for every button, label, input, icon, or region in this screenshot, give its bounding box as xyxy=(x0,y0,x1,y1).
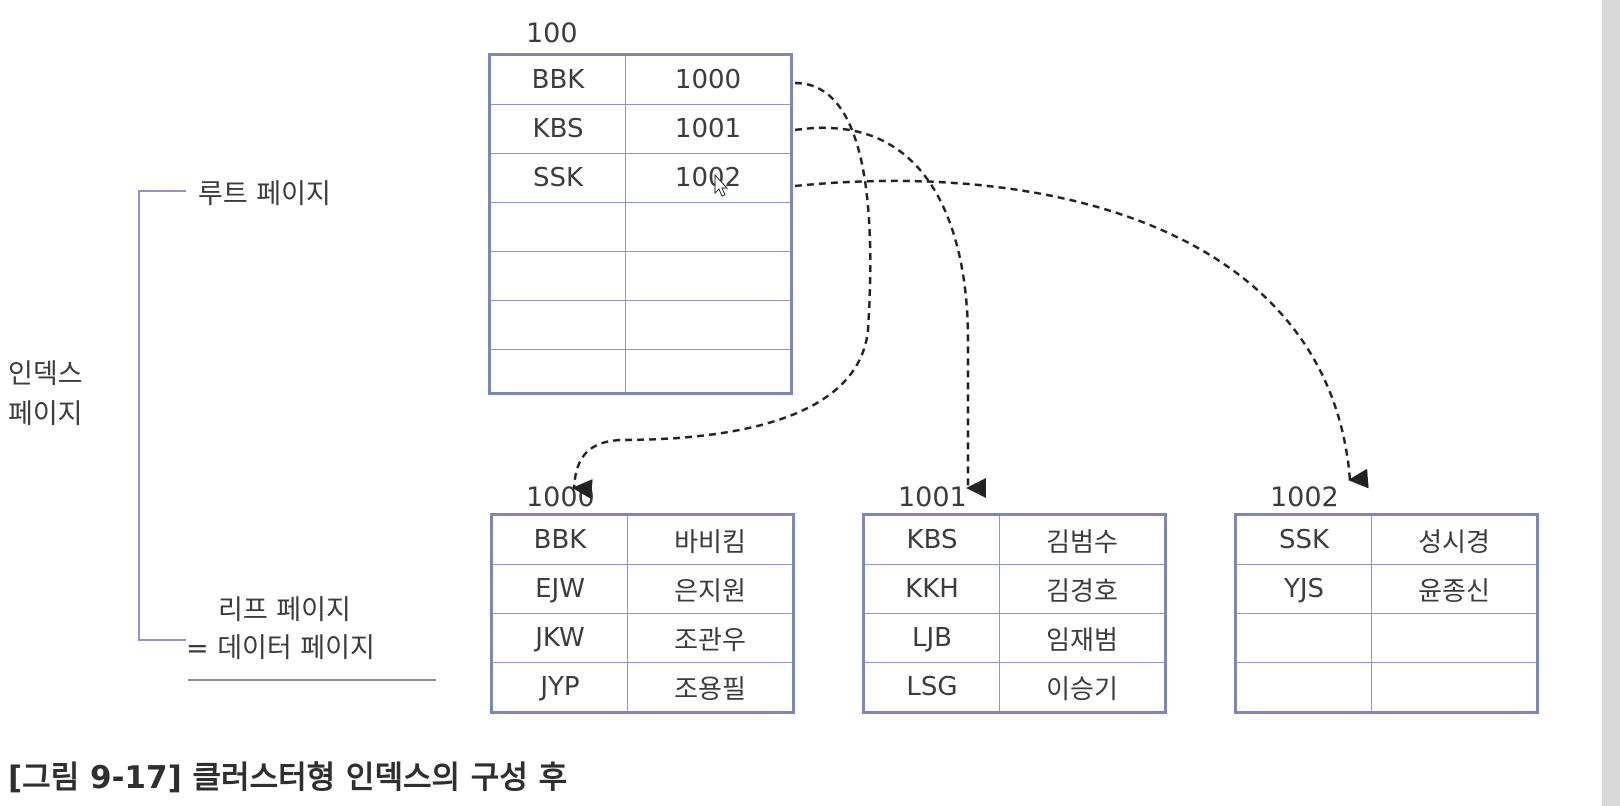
leaf-key-cell: YJS xyxy=(1235,564,1372,614)
table-row xyxy=(489,349,792,394)
root-key-cell: BBK xyxy=(489,54,626,105)
root-pointer-cell xyxy=(625,349,792,394)
root-key-cell: KBS xyxy=(489,104,626,154)
leaf-name-cell: 바비킴 xyxy=(627,514,794,565)
root-key-cell: SSK xyxy=(489,153,626,203)
leaf-key-cell xyxy=(1235,613,1372,663)
leaf-key-cell: KKH xyxy=(863,564,1000,614)
leaf-name-cell: 김경호 xyxy=(999,564,1166,614)
leaf-name-cell: 조관우 xyxy=(627,613,794,663)
index-bracket-bottom xyxy=(138,639,186,641)
leaf-page-id-1001: 1001 xyxy=(898,482,967,513)
leaf-page-id-1002: 1002 xyxy=(1270,482,1339,513)
leaf-name-cell: 조용필 xyxy=(627,662,794,713)
root-page-id: 100 xyxy=(526,18,578,49)
leaf-name-cell: 김범수 xyxy=(999,514,1166,565)
index-bracket-vertical xyxy=(138,190,140,640)
root-pointer-cell: 1000 xyxy=(625,54,792,105)
leaf-name-cell xyxy=(1371,662,1538,713)
index-bracket-top xyxy=(138,190,186,192)
leaf-name-cell: 윤종신 xyxy=(1371,564,1538,614)
index-page-label-line1: 인덱스 xyxy=(8,359,83,390)
leaf-key-cell: SSK xyxy=(1235,514,1372,565)
mouse-cursor-icon xyxy=(714,173,729,197)
leaf-name-cell xyxy=(1371,613,1538,663)
leaf-key-cell: KBS xyxy=(863,514,1000,565)
table-row xyxy=(489,251,792,301)
leaf-key-cell: JYP xyxy=(491,662,628,713)
leaf-key-cell: LSG xyxy=(863,662,1000,713)
data-page-underline xyxy=(188,679,436,681)
table-row xyxy=(1235,613,1538,663)
leaf-key-cell xyxy=(1235,662,1372,713)
index-page-label-line2: 페이지 xyxy=(8,399,83,430)
root-pointer-cell xyxy=(625,202,792,252)
window-edge-strip xyxy=(1602,0,1620,806)
root-key-cell xyxy=(489,349,626,394)
figure-caption: [그림 9-17] 클러스터형 인덱스의 구성 후 xyxy=(8,760,568,796)
table-row xyxy=(489,202,792,252)
leaf-key-cell: BBK xyxy=(491,514,628,565)
leaf-page-label: 리프 페이지 xyxy=(218,595,351,626)
arrow-to-1002 xyxy=(794,179,1369,489)
data-page-label: = 데이터 페이지 xyxy=(186,633,375,664)
arrow-to-1001 xyxy=(794,126,986,498)
table-row xyxy=(1235,662,1538,713)
leaf-name-cell: 임재범 xyxy=(999,613,1166,663)
root-page-label: 루트 페이지 xyxy=(198,179,331,210)
arrow-to-1000 xyxy=(572,81,872,500)
root-pointer-cell: 1002 xyxy=(625,153,792,203)
root-pointer-cell xyxy=(625,251,792,301)
leaf-name-cell: 이승기 xyxy=(999,662,1166,713)
